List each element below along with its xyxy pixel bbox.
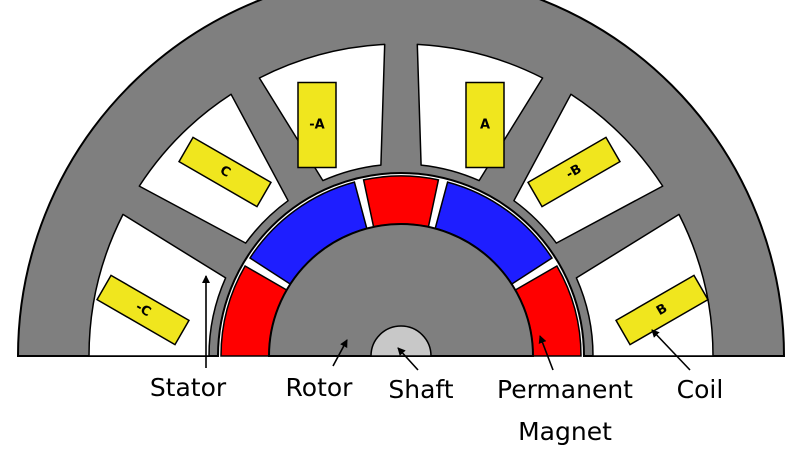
shaft-arrow <box>397 347 419 371</box>
coil-rect <box>96 274 190 346</box>
magnet-arrow <box>538 335 554 371</box>
magnet-segment-red <box>362 175 440 228</box>
magnet-label-line2: Magnet <box>518 417 612 446</box>
stator-label: Stator <box>150 373 227 402</box>
stator-body <box>16 0 786 357</box>
coil-rect <box>465 81 505 169</box>
coil-label: -C <box>133 300 153 320</box>
stator-slot <box>575 213 714 357</box>
rotor-arrow <box>332 339 348 367</box>
coil-label: A <box>480 118 490 133</box>
coil: C <box>178 136 272 208</box>
coil-rect <box>178 136 272 208</box>
coil-arrow <box>651 329 691 371</box>
rotor-label: Rotor <box>286 373 354 402</box>
coil: -B <box>527 136 621 208</box>
shaft-label: Shaft <box>388 375 453 404</box>
magnet-label-line1: Permanent <box>497 375 633 404</box>
coil-label: Coil <box>677 375 724 404</box>
coil-rect <box>527 136 621 208</box>
coils: -C C -A A -B B <box>96 81 709 346</box>
coil: B <box>615 274 709 346</box>
stator-slots <box>88 43 714 357</box>
coil-rect <box>297 81 337 169</box>
coil: -C <box>96 274 190 346</box>
coil-rect <box>615 274 709 346</box>
rotor <box>267 223 535 357</box>
coil-label: -B <box>564 162 585 183</box>
coil: A <box>465 81 505 169</box>
stator-slot <box>88 213 227 357</box>
coil-label: -A <box>309 118 324 133</box>
coil: -A <box>297 81 337 169</box>
shaft <box>370 325 432 357</box>
